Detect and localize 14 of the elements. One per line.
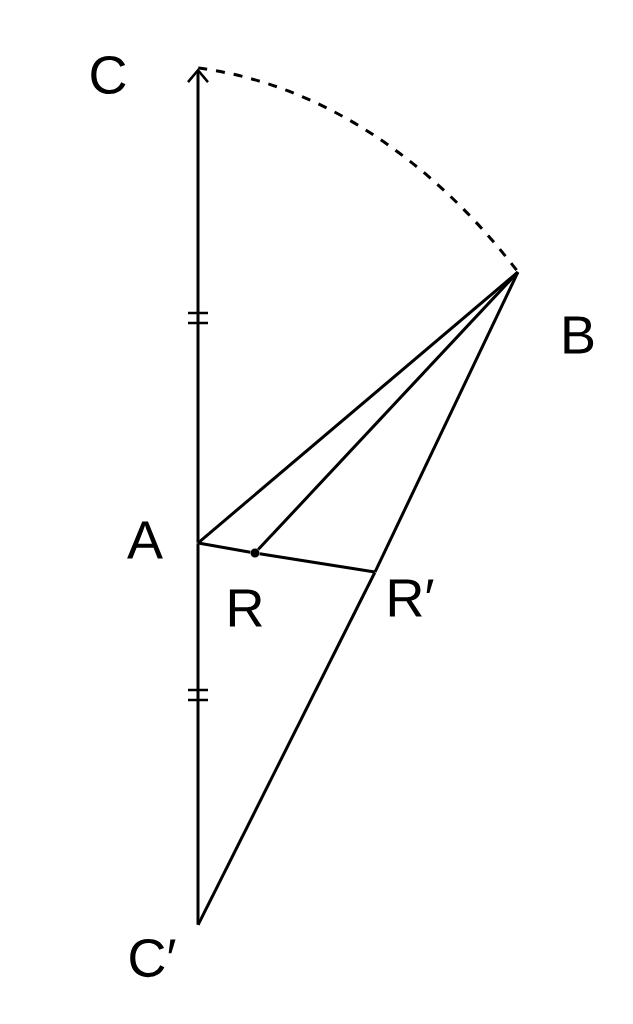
line-segment <box>197 541 251 554</box>
line-segment <box>259 552 376 574</box>
line-segment <box>196 571 377 926</box>
line-segment <box>257 271 519 551</box>
node-label: R <box>229 589 262 627</box>
point-label: R′ <box>389 579 434 617</box>
point-label: B <box>564 316 594 354</box>
dashed-curve <box>197 66 519 273</box>
line-segment <box>373 271 520 573</box>
arrow <box>187 68 209 543</box>
point-label: C <box>91 55 126 95</box>
point-label: A <box>127 521 163 559</box>
point-label: C′ <box>130 938 176 978</box>
line-segment <box>196 543 200 925</box>
